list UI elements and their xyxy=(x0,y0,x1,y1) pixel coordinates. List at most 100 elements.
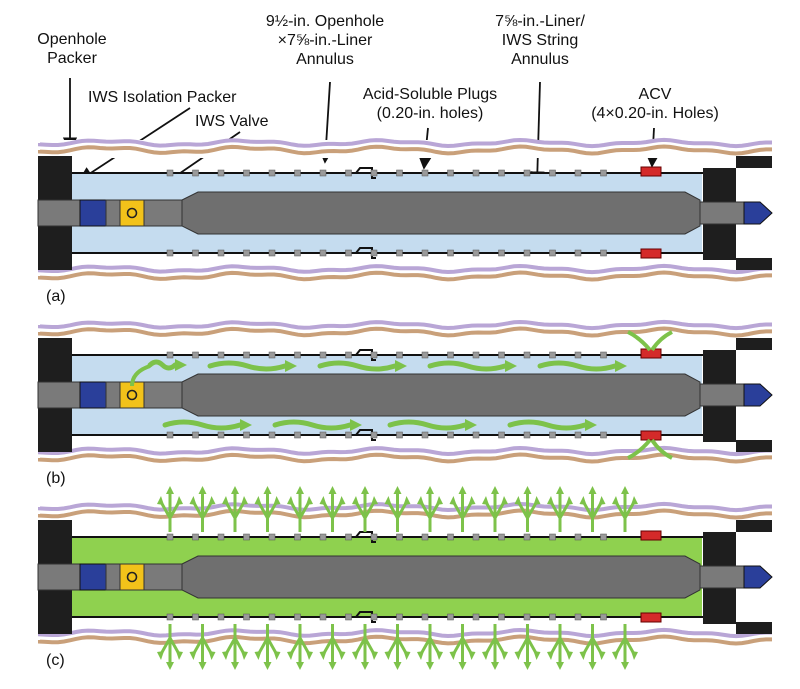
acid-exit-arrow-down-head xyxy=(393,662,402,670)
acid-exit-arrow-up-head xyxy=(426,486,434,494)
acid-exit-arrow-up-head xyxy=(361,486,369,494)
string-stub-right xyxy=(699,565,745,589)
acid-exit-arrow-up-head xyxy=(189,496,197,505)
acid-plug xyxy=(523,431,531,439)
flow-arrow-head xyxy=(350,419,362,431)
acid-plug xyxy=(192,431,199,439)
acid-plug xyxy=(421,613,429,621)
string-connector xyxy=(143,199,183,227)
acid-exit-arrow-down-head xyxy=(588,662,597,670)
acid-plug xyxy=(447,249,454,257)
exit-arrow xyxy=(627,438,652,460)
flow-arrow xyxy=(207,360,288,372)
acid-plug xyxy=(396,533,403,541)
acid-plug xyxy=(192,169,199,177)
acid-exit-arrow-down-head xyxy=(273,651,281,660)
acid-exit-arrow-up-head xyxy=(491,486,499,494)
acid-exit-arrow-up-head xyxy=(514,496,522,505)
acid-plug xyxy=(217,431,225,439)
string-stub-right xyxy=(699,201,745,225)
flow-arrow-head xyxy=(615,360,627,372)
acid-plug xyxy=(319,169,327,177)
acid-exit-arrow-down-head xyxy=(631,651,638,660)
acid-plug xyxy=(600,533,607,541)
acid-exit-arrow-up-head xyxy=(598,496,606,505)
acid-exit-arrow-down-head xyxy=(189,651,197,660)
acid-plug xyxy=(421,533,429,541)
acid-plug xyxy=(217,533,225,541)
acid-exit-arrow-down-head xyxy=(352,651,359,660)
panel-caption-b: (b) xyxy=(46,470,66,487)
acid-plug xyxy=(319,351,327,359)
acid-plug xyxy=(192,613,199,621)
acid-exit-arrow-up-head xyxy=(208,496,216,505)
acid-plug xyxy=(472,169,480,177)
acid-plug xyxy=(549,351,556,359)
acid-exit-arrow-down-head xyxy=(426,662,434,670)
casing-bottom-right xyxy=(736,622,772,634)
formation-purple-bottom xyxy=(38,445,772,457)
acid-plug xyxy=(396,169,403,177)
label-acv-line2: (4×0.20-in. Holes) xyxy=(591,105,719,122)
acid-exit-arrow-up-head xyxy=(588,486,597,494)
acid-plug xyxy=(268,169,276,177)
liner-coupling xyxy=(355,349,376,361)
string-sub xyxy=(105,199,121,227)
acid-plug xyxy=(345,533,352,541)
acid-exit-arrow-up-head xyxy=(328,486,337,494)
formation-tan-top xyxy=(38,508,772,520)
acid-plug xyxy=(498,351,505,359)
acid-exit-arrow-down-head xyxy=(338,651,346,660)
acid-exit-arrow-down-head xyxy=(198,662,207,670)
acid-exit-arrow-down-head xyxy=(436,651,443,660)
acid-plug xyxy=(243,351,250,359)
acid-exit-arrow-down-head xyxy=(403,651,411,660)
acid-plug xyxy=(447,613,454,621)
acid-plug xyxy=(574,249,582,257)
acid-plug xyxy=(319,533,327,541)
acid-plug xyxy=(217,169,225,177)
acid-plug xyxy=(421,249,429,257)
string-sub xyxy=(105,381,121,409)
acid-exit-arrow-down-head xyxy=(501,651,508,660)
acid-plug xyxy=(549,249,556,257)
flow-arrow-head xyxy=(395,360,407,372)
acid-exit-arrow-up-head xyxy=(198,486,207,494)
acid-plug xyxy=(574,613,582,621)
acid-plug xyxy=(294,351,301,359)
iws-string-body xyxy=(181,373,701,417)
acid-plug xyxy=(498,533,505,541)
iws-valve-port xyxy=(126,207,138,219)
acid-exit-arrow-down-head xyxy=(491,662,499,670)
acid-plug xyxy=(243,533,250,541)
acid-exit-arrow-down-head xyxy=(482,651,489,660)
acv-valve-bottom xyxy=(640,430,662,441)
acid-exit-arrow-up-head xyxy=(523,486,532,494)
acid-plug xyxy=(523,613,531,621)
acid-plug xyxy=(345,351,352,359)
acid-exit-arrow-down-head xyxy=(263,662,272,670)
acid-plug xyxy=(472,249,480,257)
acid-exit-arrow-up-head xyxy=(338,496,346,505)
panel-caption-a: (a) xyxy=(46,288,66,305)
acid-plug xyxy=(345,613,352,621)
exit-arrow xyxy=(627,330,652,352)
acid-plug xyxy=(243,613,250,621)
acid-plug xyxy=(600,249,607,257)
acid-plug xyxy=(421,351,429,359)
acid-exit-arrow-down-head xyxy=(523,662,532,670)
label-openhole-annulus-line1: 9½-in. Openhole xyxy=(265,13,385,30)
acid-plug xyxy=(268,351,276,359)
panel-caption-c: (c) xyxy=(46,652,65,669)
flow-arrow-head xyxy=(585,419,597,431)
acid-plug xyxy=(268,249,276,257)
liner-coupling xyxy=(355,531,376,543)
acid-plug xyxy=(472,533,480,541)
acid-plug xyxy=(217,351,225,359)
string-stub-right xyxy=(699,383,745,407)
exit-arrow xyxy=(650,438,673,460)
liner-coupling xyxy=(355,247,376,259)
acv-valve-top xyxy=(640,166,662,177)
acid-plug xyxy=(294,613,301,621)
